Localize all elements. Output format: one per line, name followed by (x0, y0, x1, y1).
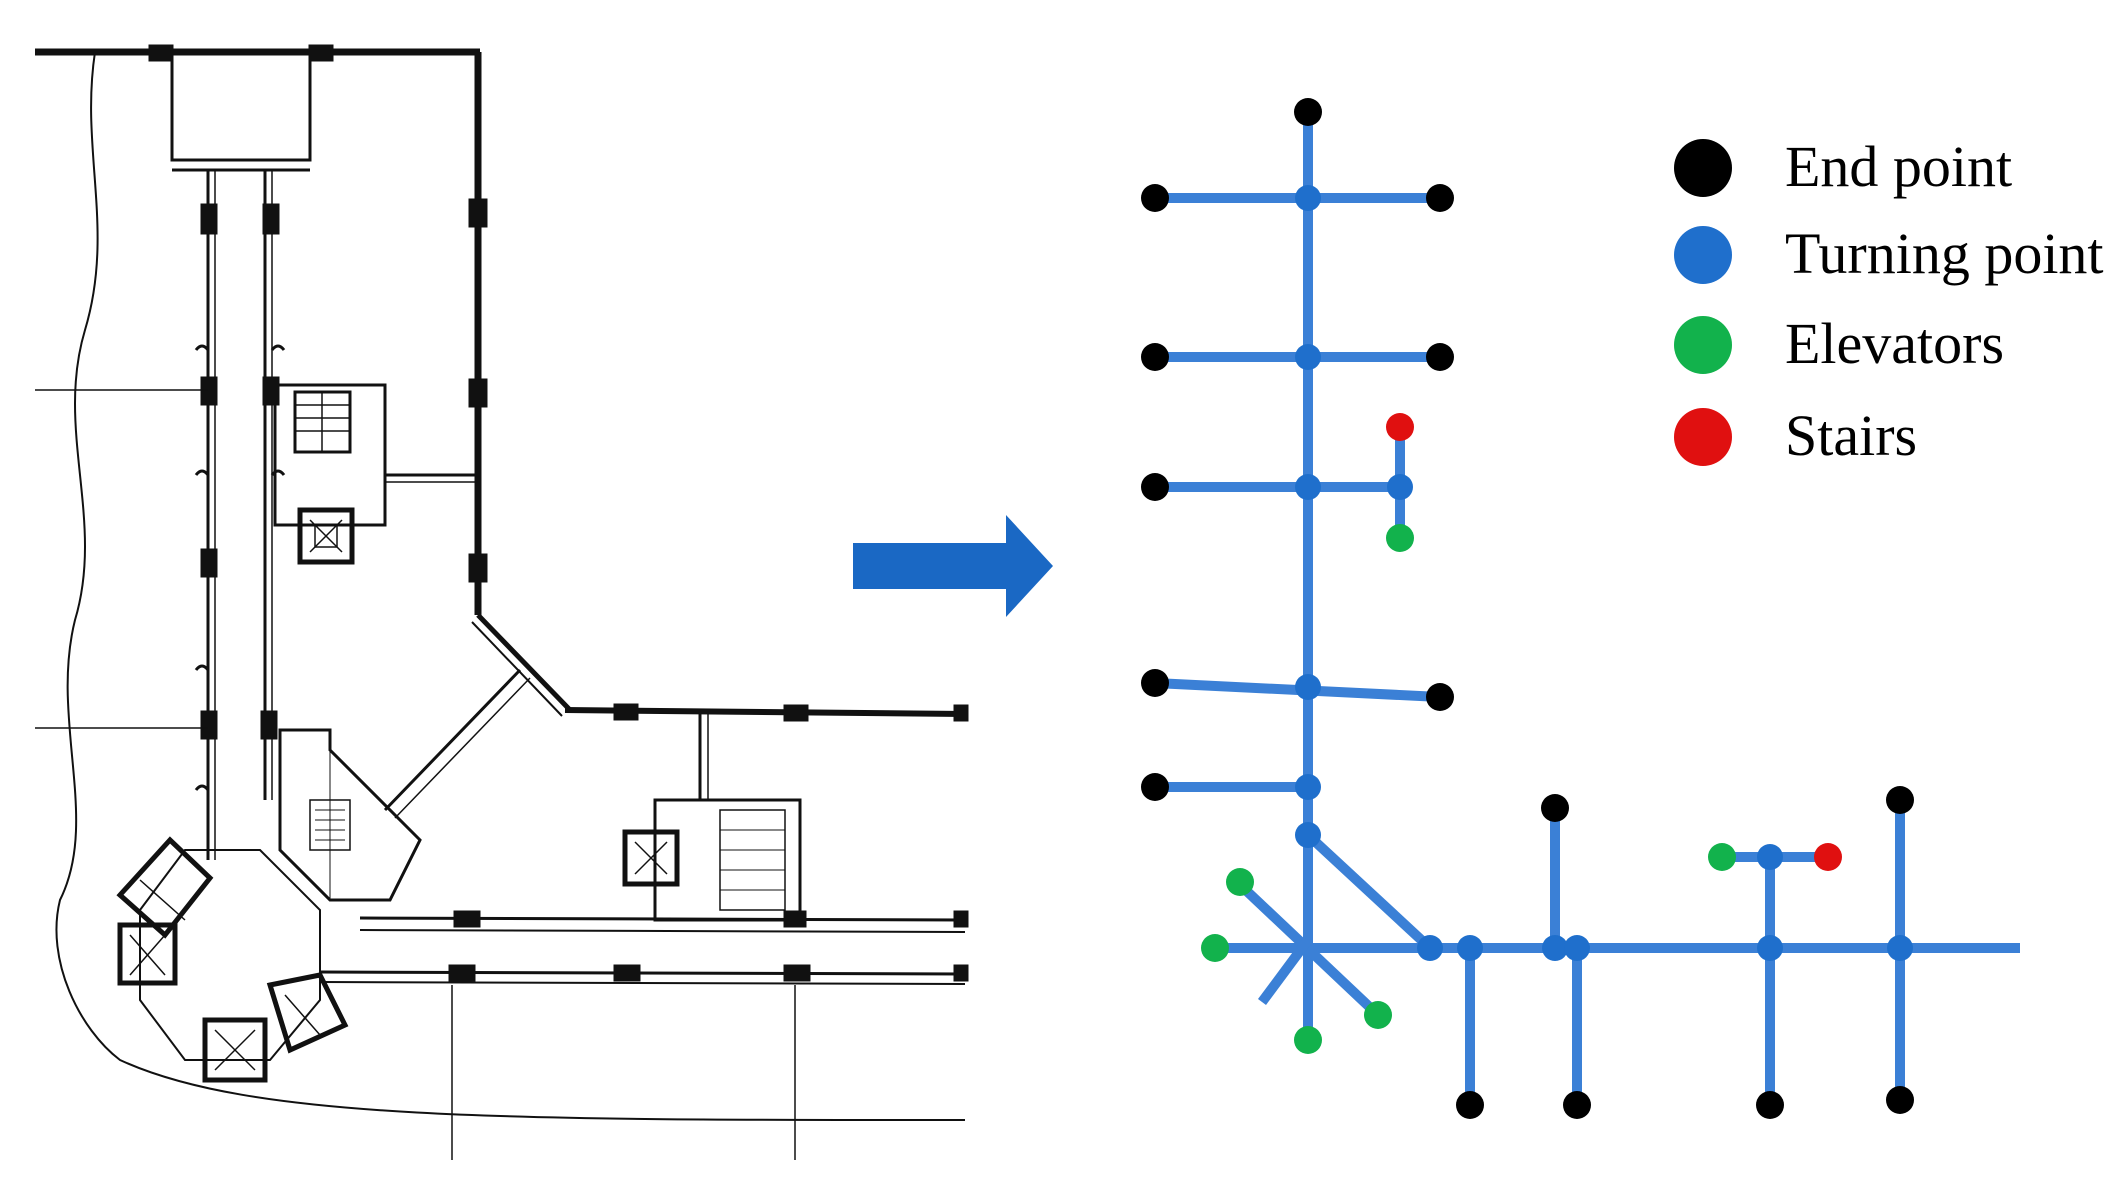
turning-point-node (1417, 935, 1443, 961)
legend-label-end: End point (1785, 134, 2012, 199)
elevator-node (1294, 1026, 1322, 1054)
turning-point-node (1295, 185, 1321, 211)
turning-point-node (1295, 474, 1321, 500)
turning-point-node (1295, 674, 1321, 700)
end-point-node (1141, 773, 1169, 801)
elevator-node (1386, 524, 1414, 552)
floor-plan (35, 44, 969, 1160)
turning-point-node (1564, 935, 1590, 961)
turning-point-node (1295, 344, 1321, 370)
turning-point-node (1387, 474, 1413, 500)
path-edge (1304, 831, 1434, 952)
turning-point-node (1295, 822, 1321, 848)
end-point-node (1141, 184, 1169, 212)
elevator-node (1201, 934, 1229, 962)
stairs-node (1814, 843, 1842, 871)
turning-point-node (1542, 935, 1568, 961)
legend-label-stairs: Stairs (1785, 403, 1917, 468)
end-point-node (1426, 683, 1454, 711)
turning-point-node (1457, 935, 1483, 961)
stairs-node (1386, 413, 1414, 441)
end-point-node (1294, 98, 1322, 126)
turning-point-node (1887, 935, 1913, 961)
legend: End point Turning point Elevators Stairs (1674, 134, 2104, 468)
end-point-node (1886, 1086, 1914, 1114)
turning-point-node (1757, 844, 1783, 870)
elevator-node (1226, 868, 1254, 896)
legend-marker-end (1674, 139, 1732, 197)
end-point-node (1426, 184, 1454, 212)
legend-label-elevators: Elevators (1785, 311, 2004, 376)
path-edge (1257, 937, 1313, 1005)
legend-marker-turning (1674, 226, 1732, 284)
legend-marker-elevators (1674, 316, 1732, 374)
elevator-node (1708, 843, 1736, 871)
end-point-node (1563, 1091, 1591, 1119)
end-point-node (1141, 669, 1169, 697)
right-arrow-icon (853, 515, 1053, 617)
end-point-node (1426, 343, 1454, 371)
legend-item-elevators: Elevators (1674, 311, 2004, 376)
end-point-node (1541, 794, 1569, 822)
end-point-node (1886, 786, 1914, 814)
legend-marker-stairs (1674, 408, 1732, 466)
legend-item-stairs: Stairs (1674, 403, 1917, 468)
end-point-node (1141, 473, 1169, 501)
node-set (1141, 98, 1914, 1119)
legend-label-turning: Turning point (1785, 221, 2104, 286)
turning-point-node (1295, 774, 1321, 800)
turning-point-node (1757, 935, 1783, 961)
legend-item-end: End point (1674, 134, 2012, 199)
end-point-node (1756, 1091, 1784, 1119)
elevator-node (1364, 1001, 1392, 1029)
end-point-node (1141, 343, 1169, 371)
end-point-node (1456, 1091, 1484, 1119)
legend-item-turning: Turning point (1674, 221, 2104, 286)
